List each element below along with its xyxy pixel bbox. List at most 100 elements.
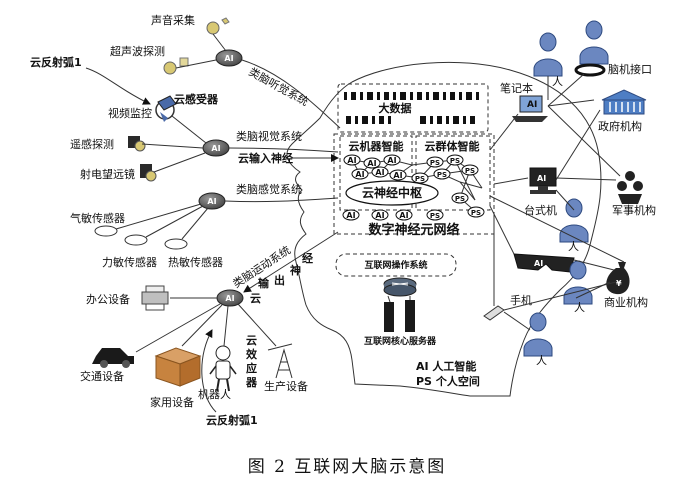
traffic-link <box>135 303 221 353</box>
svg-text:AI: AI <box>355 170 364 179</box>
big-data-box <box>337 83 489 133</box>
visual-link <box>228 147 339 153</box>
svg-text:PS: PS <box>455 195 465 203</box>
person-right: 人 <box>574 301 585 314</box>
output-nerve-arrow <box>243 231 339 293</box>
big-data-bars <box>344 92 479 124</box>
big-data-label: 大数据 <box>379 101 412 115</box>
desktop-icon: AI <box>529 167 557 194</box>
reflex-arc-top: 云反射弧1 <box>30 55 82 69</box>
ultrasonic-label: 超声波探测 <box>110 44 165 58</box>
person-top-right-icon <box>579 20 609 65</box>
military-icon <box>617 171 643 204</box>
radio-telescope-icon <box>140 164 157 182</box>
svg-text:PS: PS <box>430 159 440 167</box>
force-label: 力敏传感器 <box>102 255 157 269</box>
gas-label: 气敏传感器 <box>70 211 125 225</box>
sound-link <box>212 33 227 52</box>
remote-link <box>141 143 204 149</box>
bottom-ai-labels: AI AI AI <box>346 211 408 220</box>
os-box <box>335 253 457 277</box>
printer-icon <box>141 285 169 311</box>
office-label: 办公设备 <box>86 292 130 306</box>
person-bottom: 人 <box>536 354 547 367</box>
svg-text:AI: AI <box>367 159 376 168</box>
figure-caption: 图 2 互联网大脑示意图 <box>248 457 447 477</box>
phone-label: 手机 <box>510 293 532 307</box>
svg-text:PS: PS <box>465 167 475 175</box>
svg-text:AI: AI <box>375 211 384 220</box>
legend-ps: PS 个人空间 <box>416 374 480 388</box>
output-nerve-label: 云 输 出 神 经 <box>250 251 313 305</box>
machine-intel-box <box>339 135 413 211</box>
svg-text:AI: AI <box>387 156 396 165</box>
business-label: 商业机构 <box>604 295 648 309</box>
svg-text:效: 效 <box>246 347 258 361</box>
svg-text:PS: PS <box>471 209 481 217</box>
svg-text:应: 应 <box>246 361 257 375</box>
group-intel-label: 云群体智能 <box>425 139 480 153</box>
reflex-arrow-top <box>85 67 151 105</box>
car-icon <box>92 348 134 368</box>
svg-text:AI: AI <box>224 54 233 63</box>
person-right-icon <box>563 260 593 305</box>
svg-text:AI: AI <box>393 171 402 180</box>
sensory-link <box>224 197 339 203</box>
reflex-arrow-bottom <box>201 329 217 413</box>
reflex-arc-bottom: 云反射弧1 <box>206 413 258 427</box>
svg-text:输: 输 <box>258 276 270 290</box>
svg-text:AI: AI <box>375 168 384 177</box>
home-appliance-icon <box>154 347 202 387</box>
svg-text:AI: AI <box>399 211 408 220</box>
robot-label: 机器人 <box>198 387 231 401</box>
remote-sensing-icon <box>128 136 146 152</box>
laptop-icon: AI <box>512 95 548 122</box>
server-racks-icon <box>384 295 415 332</box>
svg-text:PS: PS <box>415 175 425 183</box>
traffic-label: 交通设备 <box>80 369 124 383</box>
home-label: 家用设备 <box>150 395 194 409</box>
force-sensor-icon <box>124 234 148 246</box>
gov-label: 政府机构 <box>598 119 642 133</box>
svg-text:经: 经 <box>302 251 313 265</box>
radio-telescope-label: 射电望远镜 <box>80 167 135 181</box>
core-server-label: 互联网核心服务器 <box>364 335 437 347</box>
router-icon <box>383 277 417 297</box>
group-intel-box <box>415 135 491 211</box>
svg-text:AI: AI <box>347 156 356 165</box>
force-link <box>145 205 204 238</box>
remote-label: 遥感探测 <box>70 138 114 151</box>
military-label: 军事机构 <box>612 203 656 217</box>
svg-text:PS: PS <box>437 171 447 179</box>
ai-hub-visual: AI <box>202 139 230 157</box>
bci-headset-icon <box>574 63 606 77</box>
legend-ai: AI 人工智能 <box>416 359 476 373</box>
bci-label: 脑机接口 <box>608 62 652 76</box>
ps-node-labels: PS PS PS PS PS PS PS PS <box>415 157 481 220</box>
svg-text:AI: AI <box>537 174 546 183</box>
production-link <box>237 303 277 347</box>
os-label: 互联网操作系统 <box>364 259 427 271</box>
svg-text:神: 神 <box>290 263 301 277</box>
svg-text:¥: ¥ <box>616 279 622 288</box>
video-label: 视频监控 <box>108 106 152 120</box>
video-link <box>171 115 207 144</box>
neural-network-label: 数字神经元网络 <box>368 222 459 238</box>
person-top-left: 人 <box>552 75 563 88</box>
auditory-system-label: 类脑听觉系统 <box>247 64 312 108</box>
svg-text:AI: AI <box>346 211 355 220</box>
auditory-link <box>241 59 341 129</box>
robot-icon <box>209 345 237 392</box>
government-icon <box>601 89 647 115</box>
person-bottom-icon <box>523 312 553 357</box>
cloud-nerve-center <box>345 180 439 206</box>
right-side-links <box>489 73 625 331</box>
ultrasonic-link <box>175 59 217 69</box>
cloud-nerve-center-label: 云神经中枢 <box>362 185 422 200</box>
person-mid: 人 <box>568 240 579 253</box>
laptop-label: 笔记本 <box>500 81 533 95</box>
ai-nodes <box>343 154 407 181</box>
head-outline <box>286 61 602 397</box>
phone-icon <box>483 305 505 321</box>
svg-text:AI: AI <box>527 100 537 110</box>
